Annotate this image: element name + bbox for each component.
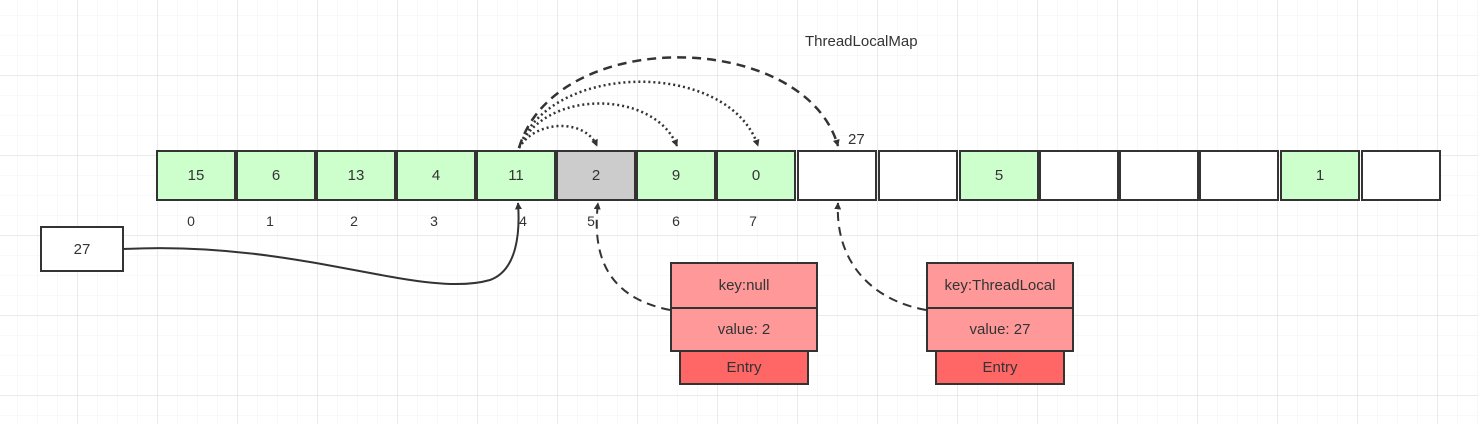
table-slot: [1039, 150, 1119, 201]
slot-index: 1: [266, 213, 274, 229]
entry-ref-arrow-stale: [593, 202, 671, 311]
table-slot: [1199, 150, 1279, 201]
slot-value: 1: [1315, 167, 1325, 184]
slot-value: 11: [508, 167, 524, 184]
slot-value: 5: [994, 167, 1004, 184]
slot-value: 6: [271, 167, 281, 184]
table-slot: [878, 150, 958, 201]
entry-value: value: 27: [926, 307, 1074, 352]
entry-value: value: 2: [670, 307, 818, 352]
slot-index: 6: [672, 213, 680, 229]
table-slot: 13: [316, 150, 396, 201]
entry-class-text: Entry: [726, 359, 762, 376]
entry-key-text: key:ThreadLocal: [944, 277, 1056, 294]
table-slot: 15: [156, 150, 236, 201]
slot-value: 2: [591, 167, 601, 184]
entry-value-text: value: 2: [717, 321, 771, 338]
table-slot: [797, 150, 877, 201]
entry-class-text: Entry: [982, 359, 1018, 376]
slot-index: 0: [187, 213, 195, 229]
new-key-value: 27: [73, 240, 91, 258]
slot-index: 5: [587, 213, 595, 229]
entry-class: Entry: [935, 350, 1065, 385]
table-slot: 0: [716, 150, 796, 201]
probe-arrow-slot-7: [517, 80, 760, 149]
entry-key-text: key:null: [718, 277, 770, 294]
table-slot: [1361, 150, 1441, 201]
slot-value: 0: [751, 167, 761, 184]
table-slot: 1: [1280, 150, 1360, 201]
table-slot: 4: [396, 150, 476, 201]
slot-value: 4: [431, 167, 441, 184]
insert-target-label: 27: [848, 131, 865, 148]
probe-arrow-slot-6: [517, 102, 679, 149]
slot-index: 7: [749, 213, 757, 229]
entry-class: Entry: [679, 350, 809, 385]
table-slot: 9: [636, 150, 716, 201]
new-key-box: 27: [40, 226, 124, 272]
table-slot: [1119, 150, 1199, 201]
slot-index: 2: [350, 213, 358, 229]
entry-key: key:ThreadLocal: [926, 262, 1074, 309]
slot-index: 3: [430, 213, 438, 229]
slot-value: 13: [347, 167, 365, 184]
slot-value: 9: [671, 167, 681, 184]
table-slot: 2: [556, 150, 636, 201]
slot-index: 4: [519, 213, 527, 229]
map-title: ThreadLocalMap: [805, 33, 918, 50]
entry-value-text: value: 27: [969, 321, 1031, 338]
probe-arrow-slot-8: [517, 56, 840, 149]
slot-value: 15: [187, 167, 205, 184]
probe-arrow-slot-5: [517, 124, 599, 149]
table-slot: 5: [959, 150, 1039, 201]
table-slot: 6: [236, 150, 316, 201]
table-slot: 11: [476, 150, 556, 201]
entry-ref-arrow-new: [834, 202, 927, 311]
hash-arrow: [123, 202, 522, 286]
entry-key: key:null: [670, 262, 818, 309]
